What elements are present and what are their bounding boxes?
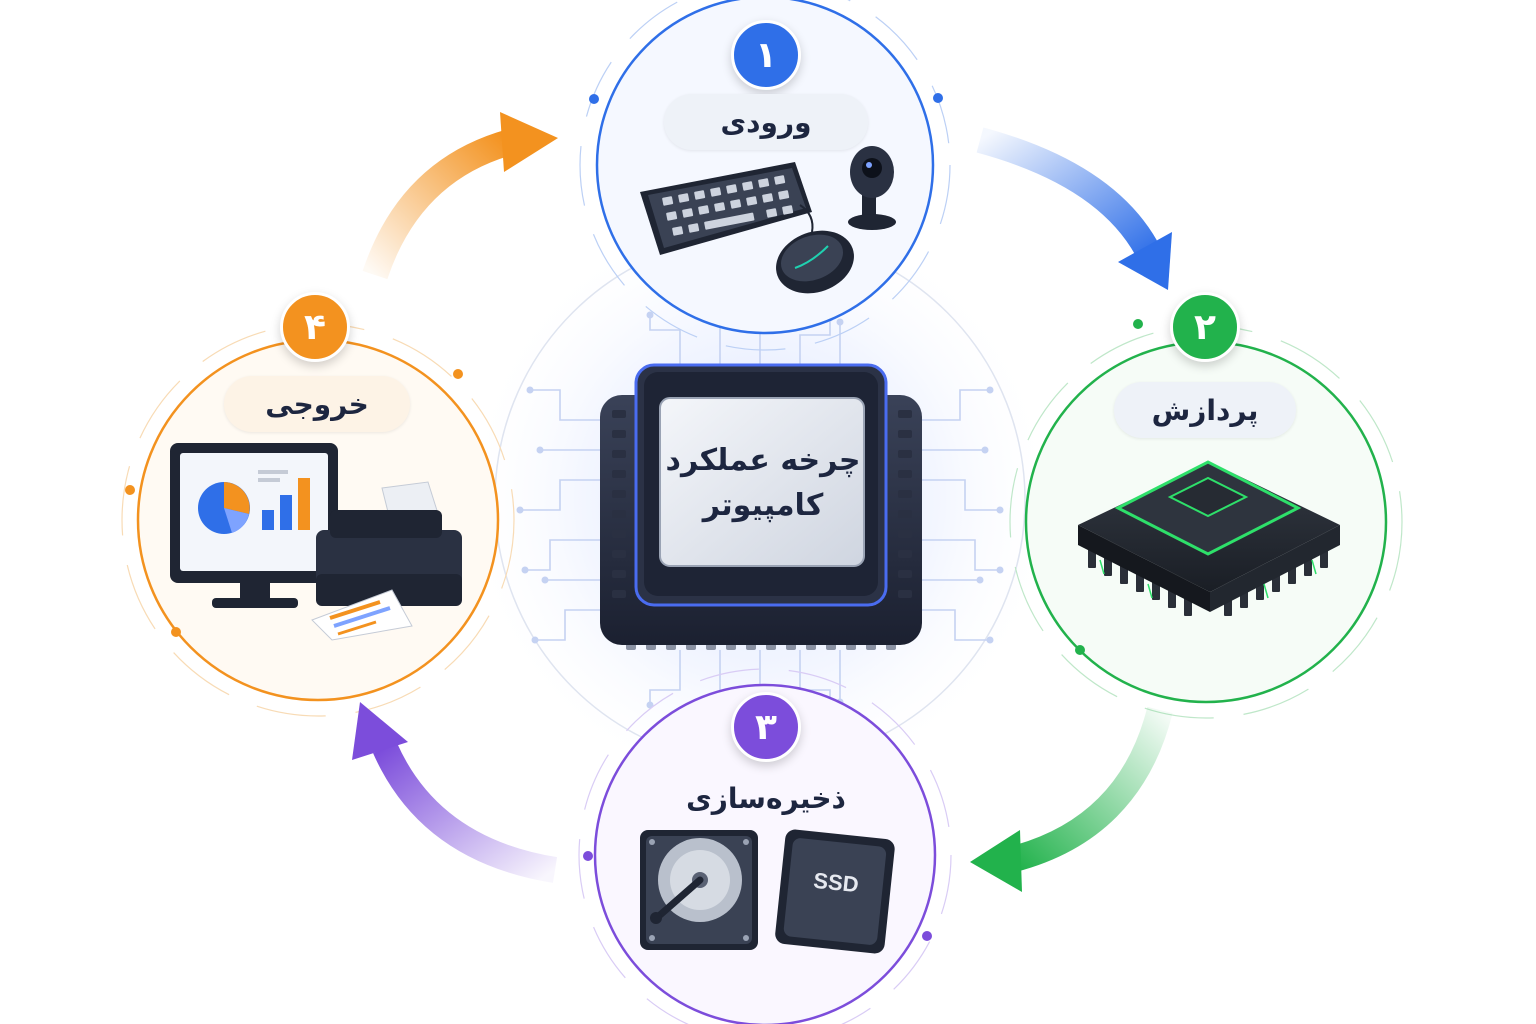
- step-2-label: پردازش: [1114, 382, 1296, 438]
- step-1-label: ورودی: [664, 94, 868, 150]
- diagram-title: چرخه عملکرد کامپیوتر: [662, 402, 864, 564]
- step-2-badge: ۲: [1170, 292, 1240, 362]
- arrow-storage-to-output: [352, 702, 555, 870]
- title-line-1: چرخه عملکرد: [666, 438, 861, 483]
- arrow-processing-to-storage: [970, 710, 1160, 892]
- hard-disk-icon: [640, 830, 758, 950]
- step-3-label: ذخیره‌سازی: [654, 770, 878, 826]
- title-line-2: کامپیوتر: [703, 483, 824, 528]
- step-3-badge: ۳: [731, 692, 801, 762]
- step-4-label: خروجی: [224, 376, 410, 432]
- arrow-input-to-processing: [980, 140, 1172, 290]
- step-4-badge: ۴: [280, 292, 350, 362]
- webcam-icon: [848, 146, 896, 230]
- arrow-output-to-input: [375, 112, 558, 275]
- step-1-badge: ۱: [731, 20, 801, 90]
